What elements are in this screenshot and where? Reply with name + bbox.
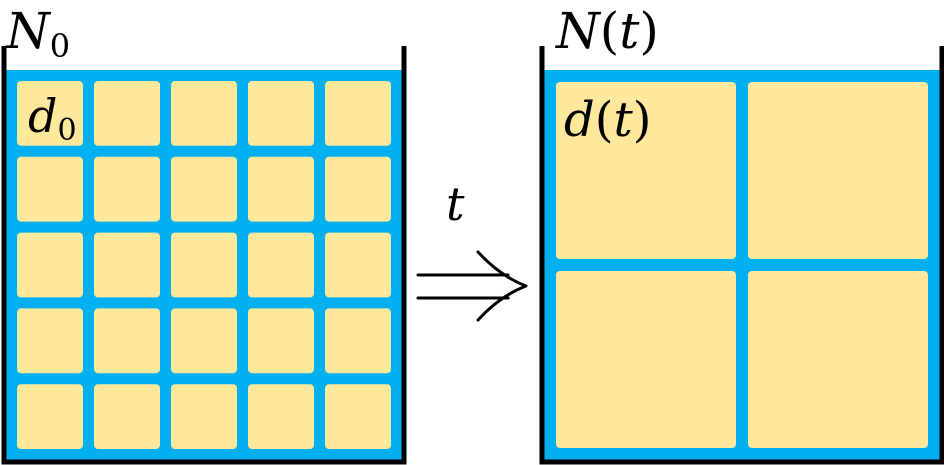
double-right-arrow-icon (416, 250, 528, 322)
transition-label: t (446, 177, 465, 231)
left-cell (248, 384, 314, 449)
left-cell (94, 232, 160, 298)
right-container-wall (539, 46, 944, 465)
left-cell (17, 308, 83, 374)
left-cell (17, 81, 83, 146)
left-cell-label: d0 (28, 89, 77, 148)
right-container-label: N(t) (555, 2, 659, 60)
left-cell (171, 81, 237, 146)
left-cell (94, 384, 160, 449)
left-cell (248, 81, 314, 146)
left-cell (17, 232, 83, 298)
right-container (539, 46, 944, 465)
left-cell (325, 81, 391, 146)
left-cell-grid (17, 81, 391, 449)
left-cell (248, 156, 314, 222)
right-cell (556, 271, 736, 448)
left-cell (171, 308, 237, 374)
left-cell (325, 156, 391, 222)
left-cell (171, 384, 237, 449)
right-cell (748, 271, 928, 448)
left-cell (94, 156, 160, 222)
left-cell (94, 308, 160, 374)
left-cell (248, 232, 314, 298)
left-cell (17, 384, 83, 449)
left-cell (171, 232, 237, 298)
left-cell (325, 384, 391, 449)
right-cell (748, 82, 928, 259)
left-container (1, 46, 407, 465)
left-container-wall (1, 46, 407, 465)
left-cell (171, 156, 237, 222)
left-container-label: N0 (5, 2, 70, 65)
left-cell (325, 232, 391, 298)
right-cell-grid (556, 82, 928, 448)
left-cell (325, 308, 391, 374)
left-cell (17, 156, 83, 222)
right-cell (556, 82, 736, 259)
left-cell (248, 308, 314, 374)
left-cell (94, 81, 160, 146)
right-cell-label: d(t) (564, 92, 652, 148)
